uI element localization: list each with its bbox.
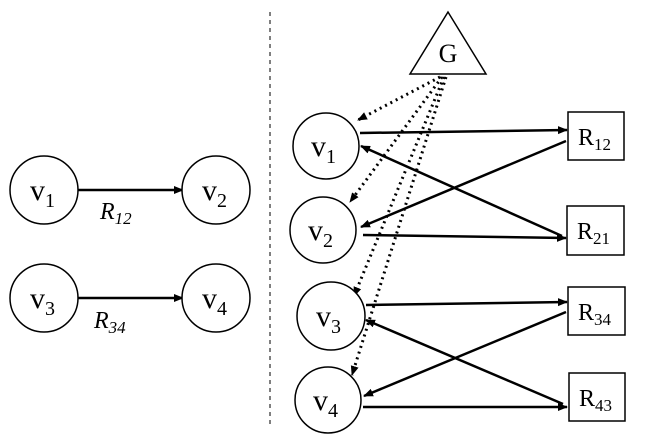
- edge-v3-r34: [365, 298, 568, 307]
- right-node-v4: v4: [294, 366, 362, 434]
- dotted-edge-g-v2: [348, 76, 444, 203]
- left-edge-label-r34: R34: [93, 308, 126, 337]
- right-node-v3: v3: [296, 281, 366, 351]
- relation-node-r43: R43: [568, 372, 626, 422]
- left-node-v4: v4: [181, 263, 251, 333]
- svg-text:v3: v3: [316, 300, 341, 338]
- svg-text:R21: R21: [577, 219, 610, 248]
- global-node-g: G: [408, 10, 488, 75]
- svg-text:R34: R34: [578, 300, 612, 329]
- svg-text:v2: v2: [202, 174, 227, 212]
- relation-node-r21: R21: [566, 205, 625, 256]
- dotted-edge-g-v4: [350, 76, 448, 376]
- svg-text:v3: v3: [30, 282, 55, 320]
- edge-v2-r21: [362, 233, 567, 242]
- dotted-edges: [348, 75, 448, 376]
- dotted-edge-g-v3: [352, 76, 446, 297]
- left-edge-label-r12: R12: [99, 199, 132, 228]
- svg-text:v1: v1: [30, 174, 55, 212]
- svg-text:R12: R12: [578, 125, 611, 154]
- svg-text:v2: v2: [308, 214, 333, 252]
- edge-r12-v2: [360, 139, 567, 229]
- right-node-v1: v1: [292, 112, 360, 180]
- edge-r34-v4: [363, 310, 567, 398]
- right-panel: G v1 v2 v3: [289, 10, 626, 434]
- left-node-v2: v2: [181, 155, 251, 225]
- edge-r43-v3: [365, 318, 564, 406]
- edge-v1-r12: [359, 126, 568, 135]
- left-panel: R12 R34 v1 v2 v3: [9, 155, 251, 337]
- relation-node-r12: R12: [567, 111, 625, 161]
- left-node-v3: v3: [9, 263, 79, 333]
- solid-edges: [359, 126, 568, 411]
- relation-node-r34: R34: [567, 286, 626, 336]
- svg-text:R43: R43: [579, 386, 612, 415]
- edge-r21-v1: [360, 144, 563, 238]
- svg-text:v1: v1: [311, 130, 336, 168]
- svg-text:G: G: [439, 39, 458, 68]
- left-node-v1: v1: [9, 155, 79, 225]
- svg-text:v4: v4: [313, 384, 338, 422]
- right-node-v2: v2: [289, 196, 357, 264]
- svg-text:v4: v4: [202, 282, 227, 320]
